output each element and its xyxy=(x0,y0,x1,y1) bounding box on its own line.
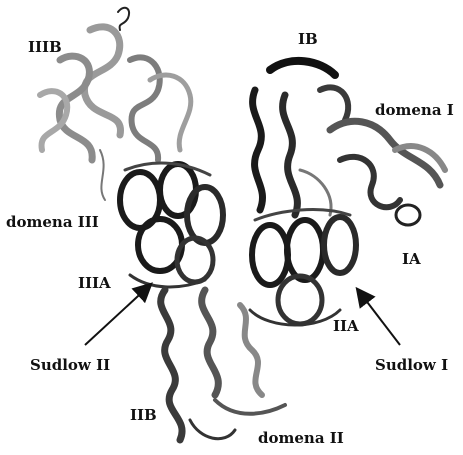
label-IIB: IIB xyxy=(130,406,157,424)
label-sudlow-II: Sudlow II xyxy=(30,356,110,374)
subdomain-IIIA-ribbon xyxy=(120,163,223,287)
subdomain-IIB-ribbon xyxy=(161,290,285,440)
subdomain-IIA-ribbon xyxy=(250,210,356,325)
sudlow-II-arrow xyxy=(85,285,150,345)
subdomain-IB-ribbon xyxy=(253,61,349,215)
label-sudlow-I: Sudlow I xyxy=(375,356,448,374)
label-IA: IA xyxy=(402,250,421,268)
label-domena-III: domena III xyxy=(6,213,99,231)
label-domena-I: domena I xyxy=(375,101,454,119)
label-IIA: IIA xyxy=(333,317,359,335)
label-IIIA: IIIA xyxy=(78,274,111,292)
label-IIIB: IIIB xyxy=(28,38,62,56)
label-domena-II: domena II xyxy=(258,429,344,447)
label-IB: IB xyxy=(298,30,318,48)
sudlow-I-arrow xyxy=(358,290,400,345)
